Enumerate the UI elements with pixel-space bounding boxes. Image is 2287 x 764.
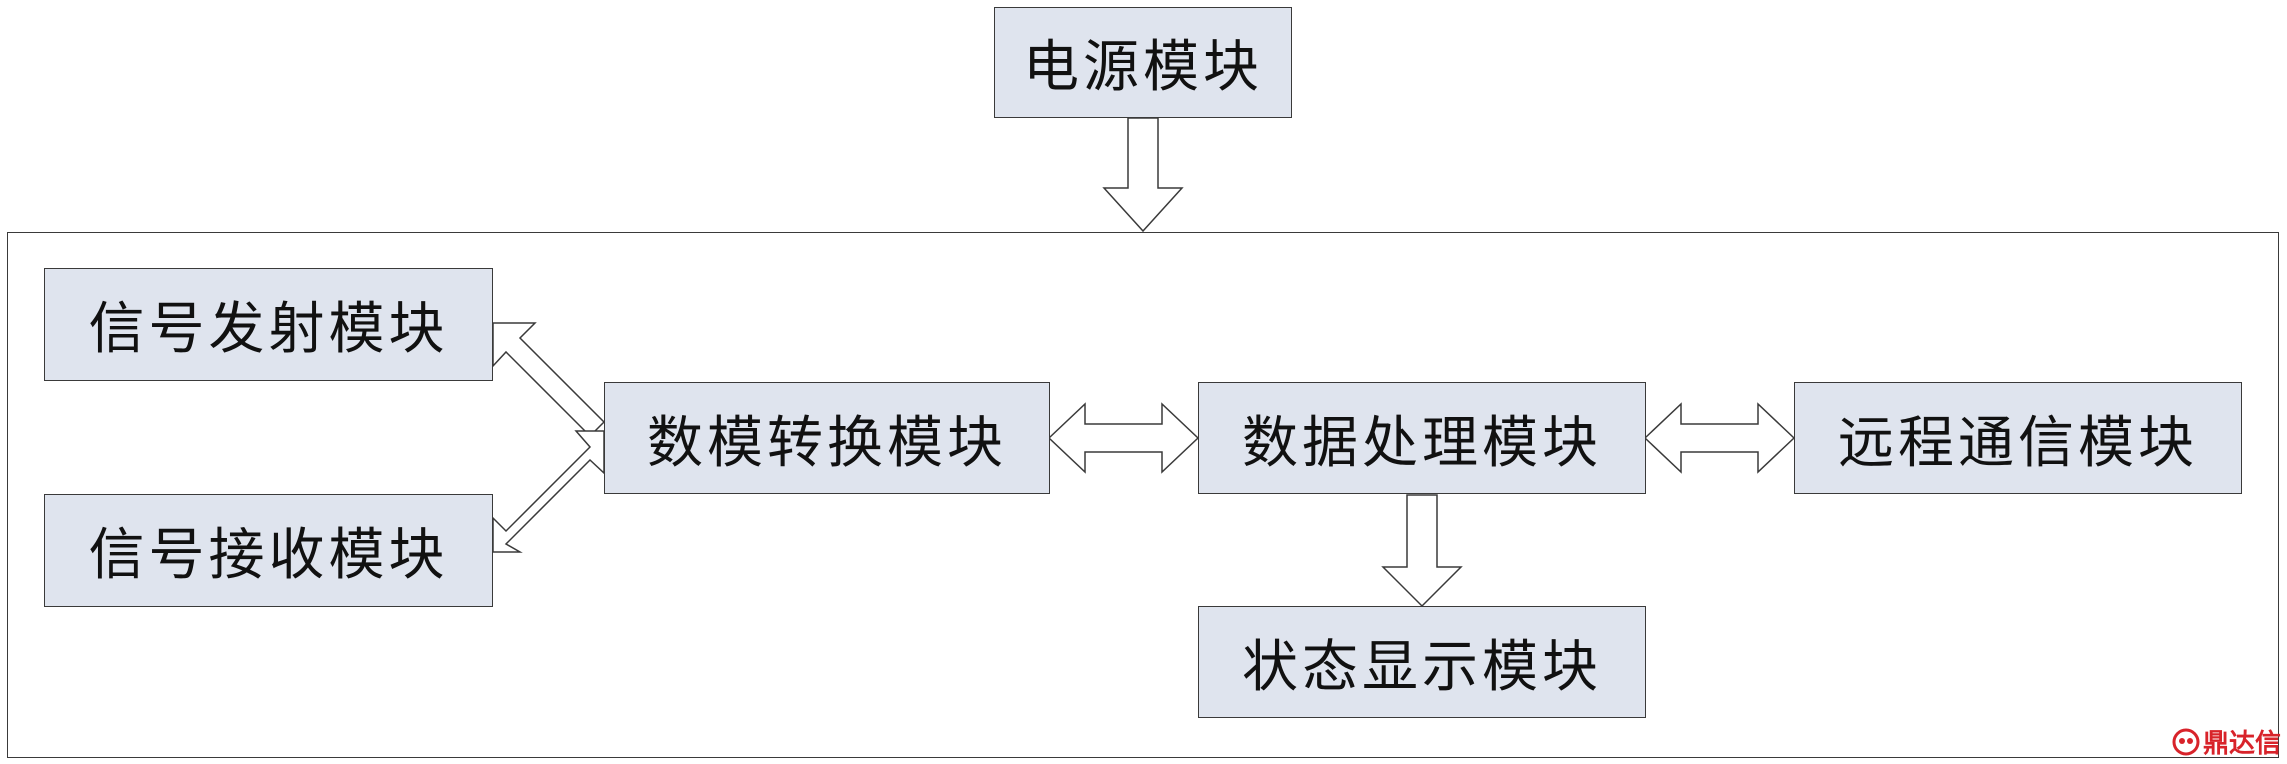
dac-module: 数模转换模块 (604, 382, 1050, 494)
rx-to-dac-arrow (492, 430, 605, 553)
system-frame (7, 232, 2279, 758)
power-module-label: 电源模块 (1023, 35, 1263, 100)
dac-to-tx-arrow (492, 322, 606, 438)
signal-rx-module-label: 信号接收模块 (88, 523, 449, 588)
status-display-module-label: 状态显示模块 (1242, 634, 1602, 700)
data-processing-module: 数据处理模块 (1198, 382, 1646, 494)
signal-rx-module: 信号接收模块 (44, 494, 493, 607)
data-remote-bidir-arrow (1643, 402, 1796, 474)
status-display-module: 状态显示模块 (1198, 606, 1646, 718)
watermark-text: 鼎达信 (2202, 729, 2281, 759)
dac-module-label: 数模转换模块 (647, 410, 1007, 476)
dac-data-bidir-arrow (1047, 402, 1200, 474)
data-processing-module-label: 数据处理模块 (1242, 410, 1602, 476)
power-down-arrow (1102, 117, 1184, 233)
watermark-logo-icon (2172, 728, 2200, 755)
data-to-status-arrow (1381, 494, 1463, 608)
power-module: 电源模块 (994, 7, 1292, 118)
remote-comm-module: 远程通信模块 (1794, 382, 2242, 494)
watermark: 鼎达信 (2172, 723, 2281, 760)
remote-comm-module-label: 远程通信模块 (1838, 410, 2198, 476)
signal-tx-module-label: 信号发射模块 (88, 297, 449, 362)
signal-tx-module: 信号发射模块 (44, 268, 493, 381)
